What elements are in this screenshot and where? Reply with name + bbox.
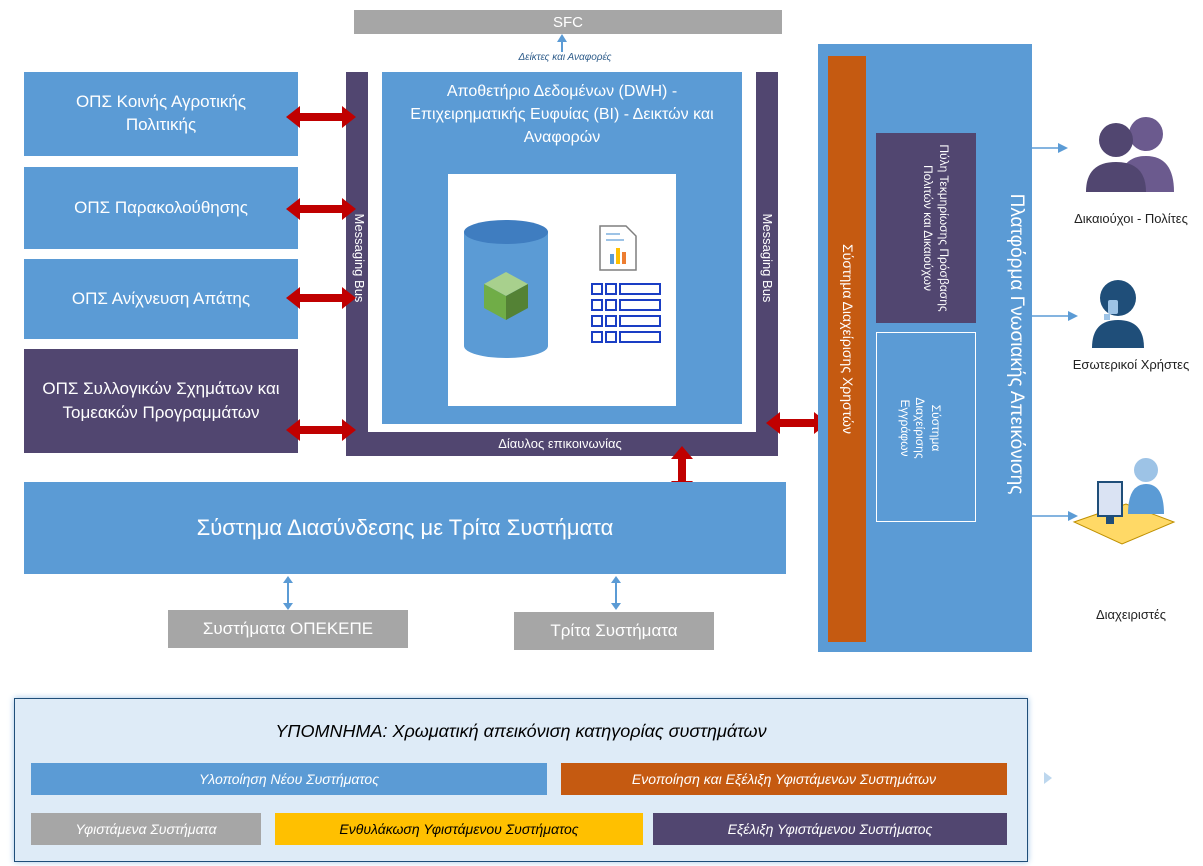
- double-arrow-icon: [286, 106, 356, 128]
- citizen-portal-label: Πύλη Τεκμηρίωσης Πρόσβασης Πολιτών και Δ…: [921, 144, 951, 312]
- messaging-bus-right: [756, 72, 778, 456]
- legend-item-existing: Υφιστάμενα Συστήματα: [31, 813, 261, 845]
- left-system-fraud-label: ΟΠΣ Ανίχνευση Απάτης: [71, 289, 251, 308]
- double-arrow-icon: [286, 287, 356, 309]
- legend-item-new: Υλοποίηση Νέου Συστήματος: [31, 763, 547, 795]
- sfc-bar: SFC: [354, 10, 782, 34]
- arrow-right-icon: [1032, 143, 1068, 153]
- legend-item-existing-label: Υφιστάμενα Συστήματα: [75, 821, 217, 837]
- legend-item-new-label: Υλοποίηση Νέου Συστήματος: [198, 771, 380, 787]
- table-grid-icon: [591, 283, 661, 343]
- database-icon: [464, 220, 548, 358]
- beneficiaries-label: Δικαιούχοι - Πολίτες: [1074, 211, 1188, 226]
- left-system-monitoring: ΟΠΣ Παρακολούθησης: [24, 167, 298, 249]
- sfc-link-label: Δείκτες και Αναφορές: [518, 52, 612, 63]
- legend-item-integration: Ενοποίηση και Εξέλιξη Υφιστάμενων Συστημ…: [561, 763, 1007, 795]
- left-system-cap: ΟΠΣ Κοινής Αγροτικής Πολιτικής: [24, 72, 298, 156]
- small-double-arrow-icon: [611, 576, 621, 610]
- citizen-portal: Πύλη Τεκμηρίωσης Πρόσβασης Πολιτών και Δ…: [876, 133, 976, 323]
- legend-item-evolution-label: Εξέλιξη Υφιστάμενου Συστήματος: [727, 821, 933, 837]
- third-party-systems-label: Τρίτα Συστήματα: [550, 621, 678, 640]
- document-management-label: Σύστημα Διαχείρισης Εγγράφων: [897, 397, 943, 459]
- legend-title: ΥΠΟΜΝΗΜΑ: Χρωματική απεικόνιση κατηγορία…: [275, 721, 767, 741]
- legend-item-encapsulation: Ενθυλάκωση Υφιστάμενου Συστήματος: [275, 813, 643, 845]
- left-system-cap-label: ΟΠΣ Κοινής Αγροτικής Πολιτικής: [75, 92, 247, 134]
- messaging-bus-right-label: Messaging Bus: [760, 213, 775, 303]
- small-double-arrow-icon: [283, 576, 293, 610]
- legend-item-encapsulation-label: Ενθυλάκωση Υφιστάμενου Συστήματος: [339, 821, 579, 837]
- people-icon: [1086, 117, 1174, 192]
- left-system-collective: ΟΠΣ Συλλογικών Σχημάτων και Τομεακών Προ…: [24, 349, 298, 453]
- double-arrow-icon: [286, 419, 356, 441]
- third-party-systems: Τρίτα Συστήματα: [514, 612, 714, 650]
- interconnection-label: Σύστημα Διασύνδεσης με Τρίτα Συστήματα: [196, 515, 614, 540]
- sfc-arrow-icon: [557, 34, 567, 52]
- administrators-label: Διαχειριστές: [1095, 607, 1167, 622]
- double-arrow-icon: [766, 412, 828, 434]
- left-system-fraud: ΟΠΣ Ανίχνευση Απάτης: [24, 259, 298, 339]
- opekepe-systems: Συστήματα ΟΠΕΚΕΠΕ: [168, 610, 408, 648]
- dwh-inner-panel: [448, 174, 676, 406]
- double-arrow-icon: [286, 198, 356, 220]
- knowledge-platform-label: Πλατφόρμα Γνωσιακής Απεικόνισης: [1006, 193, 1027, 495]
- messaging-bus-bottom-label: Δίαυλος επικοινωνίας: [498, 436, 622, 451]
- arrow-right-icon: [1032, 511, 1078, 521]
- legend-item-integration-label: Ενοποίηση και Εξέλιξη Υφιστάμενων Συστημ…: [631, 771, 937, 787]
- opekepe-systems-label: Συστήματα ΟΠΕΚΕΠΕ: [202, 619, 374, 638]
- dwh-title: Αποθετήριο Δεδομένων (DWH) - Επιχειρηματ…: [410, 83, 714, 147]
- user-headset-icon: [1092, 280, 1144, 348]
- left-system-monitoring-label: ΟΠΣ Παρακολούθησης: [74, 198, 248, 217]
- arrow-right-icon: [1032, 311, 1078, 321]
- sfc-label: SFC: [553, 13, 583, 31]
- interconnection-system: Σύστημα Διασύνδεσης με Τρίτα Συστήματα: [24, 482, 786, 574]
- legend-panel: ΥΠΟΜΝΗΜΑ: Χρωματική απεικόνιση κατηγορία…: [14, 698, 1028, 862]
- messaging-bus-left: [346, 72, 368, 456]
- legend-item-evolution: Εξέλιξη Υφιστάμενου Συστήματος: [653, 813, 1007, 845]
- dwh-block: Αποθετήριο Δεδομένων (DWH) - Επιχειρηματ…: [382, 72, 742, 424]
- cube-icon: [484, 272, 528, 320]
- report-icon: [599, 225, 637, 271]
- chevron-right-icon: [1044, 772, 1052, 784]
- user-management-label: Σύστημα Διαχείρισης Χρηστών: [840, 244, 856, 434]
- admin-computer-icon: [1072, 458, 1176, 545]
- internal-users-label: Εσωτερικοί Χρήστες: [1072, 357, 1190, 372]
- document-management: Σύστημα Διαχείρισης Εγγράφων: [876, 332, 976, 522]
- messaging-bus-bottom: [346, 432, 778, 456]
- left-system-collective-label: ΟΠΣ Συλλογικών Σχημάτων και Τομεακών Προ…: [42, 379, 280, 422]
- user-management-system: [828, 56, 866, 642]
